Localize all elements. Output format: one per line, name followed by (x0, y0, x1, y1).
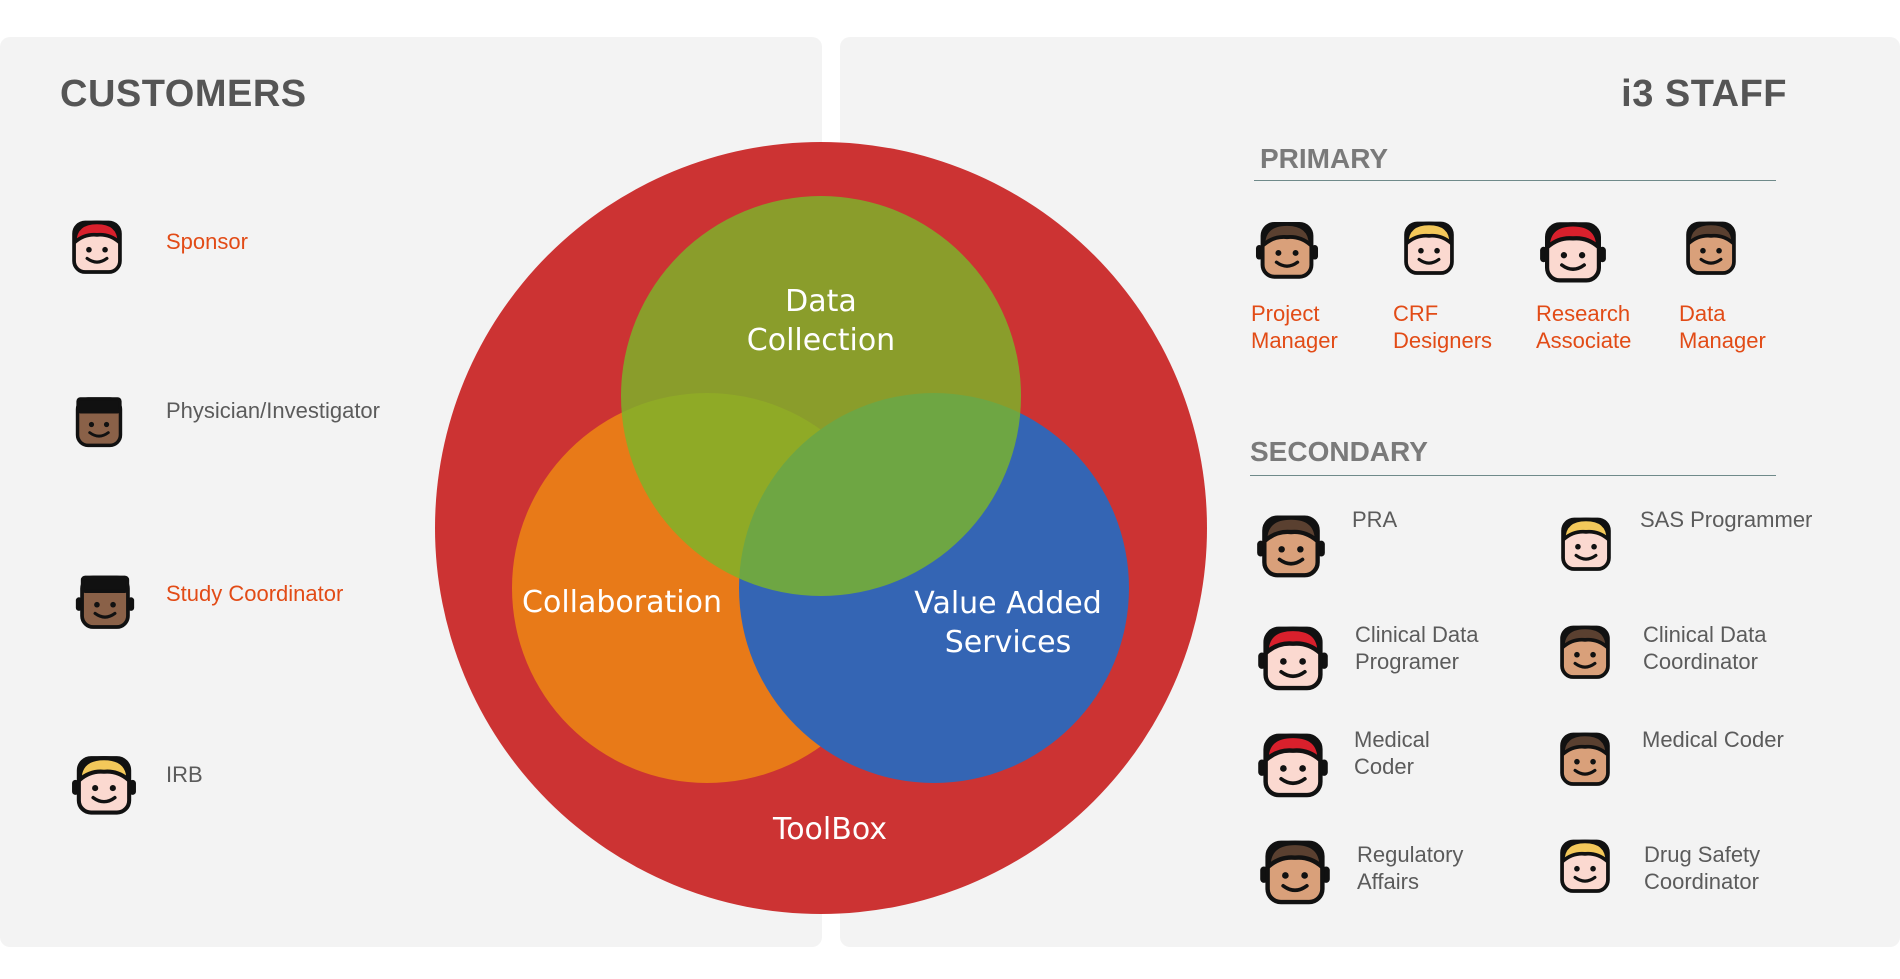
customer-label: Study Coordinator (166, 581, 344, 606)
person-blond-hair-icon (70, 750, 138, 823)
person-red-hair-icon (1538, 216, 1608, 291)
person-tan-skin-icon (1680, 216, 1742, 283)
person-dark-skin-headset-icon (74, 570, 136, 637)
staff-label-line2: Affairs (1357, 869, 1419, 894)
data-collection-label-1: Data (785, 284, 857, 319)
toolbox-label: ToolBox (772, 812, 887, 847)
staff-label-line1: Medical Coder (1642, 727, 1784, 752)
staff-label-line2: Coordinator (1643, 649, 1758, 674)
person-blond-hair-icon (1554, 834, 1616, 901)
data-collection-circle (621, 196, 1021, 596)
customers-heading: CUSTOMERS (60, 73, 307, 115)
primary-divider (1254, 180, 1776, 181)
data-collection-label-2: Collection (747, 323, 895, 358)
person-red-hair-icon (1256, 727, 1330, 806)
customer-label: IRB (166, 762, 203, 787)
value-added-label-2: Services (945, 625, 1072, 660)
customer-label: Physician/Investigator (166, 398, 380, 423)
person-brown-hair-icon (1255, 509, 1327, 586)
staff-label-line1: Data (1679, 301, 1726, 326)
staff-label-line2: Coder (1354, 754, 1414, 779)
staff-label-line2: Manager (1251, 328, 1338, 353)
staff-label-line1: Clinical Data (1643, 622, 1767, 647)
staff-heading: i3 STAFF (1621, 73, 1787, 115)
staff-label-line1: Drug Safety (1644, 842, 1761, 867)
staff-label-line1: SAS Programmer (1640, 507, 1813, 532)
staff-label-line2: Programer (1355, 649, 1459, 674)
collaboration-label: Collaboration (522, 585, 722, 620)
staff-label-line1: Research (1536, 301, 1631, 326)
person-blond-hair-icon (1398, 216, 1460, 283)
staff-label-line1: CRF (1393, 301, 1439, 326)
staff-label-line2: Associate (1536, 328, 1632, 353)
person-brown-hair-icon (1258, 834, 1332, 913)
person-red-hair-icon (1256, 620, 1330, 699)
staff-label-line2: Coordinator (1644, 869, 1759, 894)
person-tan-skin-icon (1554, 727, 1616, 794)
staff-label-line1: Regulatory (1357, 842, 1464, 867)
person-blond-hair-icon (1555, 512, 1617, 579)
person-dark-skin-icon (70, 392, 128, 455)
secondary-divider (1250, 475, 1776, 476)
staff-label-line1: Clinical Data (1355, 622, 1479, 647)
staff-label-line2: Manager (1679, 328, 1766, 353)
staff-label-line1: Medical (1354, 727, 1430, 752)
person-red-hair-icon (66, 215, 128, 282)
value-added-label-1: Value Added (914, 586, 1102, 621)
staff-label-line2: Designers (1393, 328, 1493, 353)
staff-label-line1: Project (1251, 301, 1320, 326)
staff-label-line1: PRA (1352, 507, 1398, 532)
person-tan-skin-icon (1554, 620, 1616, 687)
customer-label: Sponsor (166, 229, 248, 254)
primary-heading: PRIMARY (1260, 143, 1389, 174)
secondary-heading: SECONDARY (1250, 436, 1428, 467)
person-brown-hair-icon (1254, 216, 1320, 287)
